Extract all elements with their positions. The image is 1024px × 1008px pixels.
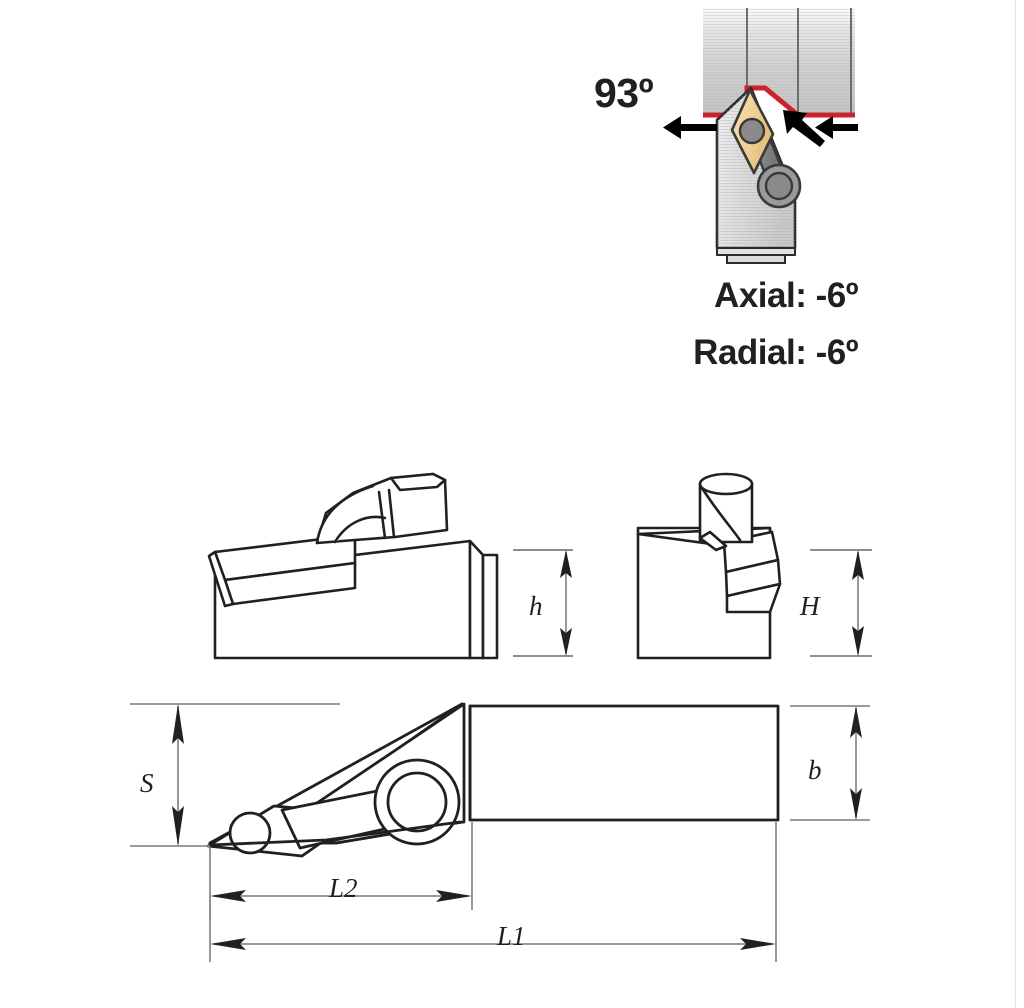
- dimension-label-b: b: [808, 755, 822, 785]
- dimension-label-h: h: [529, 591, 543, 621]
- front-view: [636, 472, 872, 660]
- dimension-H: [810, 549, 872, 657]
- dimension-label-S: S: [140, 768, 154, 798]
- top-plan-view: [130, 702, 870, 962]
- page-margin: [1016, 0, 1024, 1007]
- lead-angle-label: 93º: [594, 70, 654, 116]
- feed-arrow-left: [663, 116, 717, 139]
- top-view-illustration: [663, 8, 858, 264]
- axial-rake-label: Axial: -6º: [714, 276, 858, 315]
- cutting-insert: [730, 88, 775, 175]
- side-view: [207, 472, 573, 660]
- workpiece: [703, 8, 855, 118]
- dimension-label-H: H: [800, 591, 820, 621]
- dimension-h: [513, 549, 573, 657]
- cut-arrow-diagonal: [783, 110, 825, 147]
- dimension-L1: [209, 822, 777, 962]
- dimension-label-L2: L2: [329, 873, 358, 903]
- radial-rake-label: Radial: -6º: [693, 333, 858, 372]
- dimension-label-L1: L1: [497, 921, 526, 951]
- page-border-line: [1015, 0, 1016, 1007]
- feed-arrow-right: [815, 116, 858, 139]
- dimension-b: [790, 705, 870, 821]
- dimension-S: [130, 703, 340, 847]
